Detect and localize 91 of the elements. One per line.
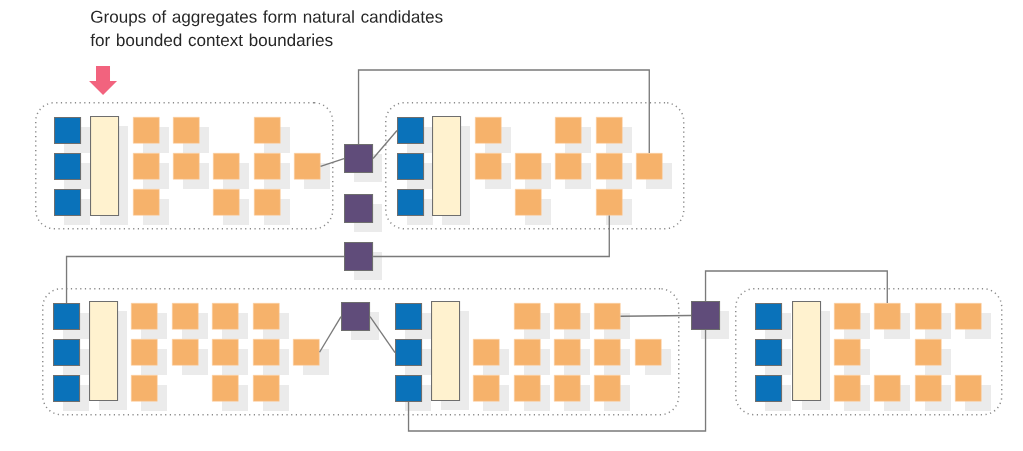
square-box	[53, 375, 89, 411]
connector-line	[407, 329, 707, 432]
shadowed-square	[955, 375, 991, 411]
shadowed-square	[554, 303, 590, 339]
tall-box	[89, 301, 127, 410]
shadowed-square	[594, 339, 630, 375]
shadowed-square	[131, 375, 167, 411]
shadowed-square	[131, 339, 167, 375]
tall-box	[90, 116, 128, 225]
shadowed-square	[594, 375, 630, 411]
connector-line	[619, 314, 692, 317]
square-box	[755, 375, 791, 411]
square-box	[755, 339, 791, 375]
shadowed-square	[253, 375, 289, 411]
junction-square	[344, 144, 382, 182]
shadowed-square	[514, 303, 550, 339]
shadowed-square	[133, 117, 169, 153]
shadowed-square	[955, 303, 991, 339]
shadowed-square	[514, 375, 550, 411]
square-box	[395, 339, 431, 375]
connector-line	[704, 270, 888, 304]
connector-line	[372, 129, 398, 160]
shadowed-square	[515, 189, 551, 225]
connector-line	[372, 214, 610, 258]
shadowed-square	[172, 339, 208, 375]
shadowed-square	[555, 153, 591, 189]
shadowed-square	[213, 153, 249, 189]
shadowed-square	[475, 117, 511, 153]
shadowed-square	[473, 375, 509, 411]
shadowed-square	[133, 153, 169, 189]
square-box	[54, 153, 90, 189]
shadowed-square	[254, 189, 290, 225]
shadowed-square	[213, 189, 249, 225]
connector-line	[357, 69, 650, 154]
shadowed-square	[915, 303, 951, 339]
shadowed-square	[834, 339, 870, 375]
square-box	[397, 153, 433, 189]
shadowed-square	[212, 339, 248, 375]
title: Groups of aggregates form natural candidates for bounded context boundaries	[90, 10, 443, 47]
junction-square	[341, 302, 379, 340]
shadowed-square	[253, 339, 289, 375]
connector-line	[369, 315, 396, 354]
shadowed-square	[596, 153, 632, 189]
shadowed-square	[173, 153, 209, 189]
shadowed-square	[475, 153, 511, 189]
shadowed-square	[915, 339, 951, 375]
shadowed-square	[554, 375, 590, 411]
junction-square	[344, 194, 382, 232]
shadowed-square	[555, 117, 591, 153]
shadowed-square	[874, 303, 910, 339]
connector-line	[318, 315, 342, 353]
shadowed-square	[172, 303, 208, 339]
shadowed-square	[173, 117, 209, 153]
shadowed-square	[133, 189, 169, 225]
shadowed-square	[915, 375, 951, 411]
shadowed-square	[131, 303, 167, 339]
junction-square	[691, 301, 729, 339]
shadowed-square	[254, 153, 290, 189]
junction-square	[344, 242, 382, 280]
square-box	[395, 303, 431, 339]
tall-box	[431, 301, 469, 410]
square-box	[54, 189, 90, 225]
shadowed-square	[554, 339, 590, 375]
square-box	[53, 339, 89, 375]
shadowed-square	[293, 339, 329, 375]
tall-box	[432, 116, 470, 225]
shadowed-square	[515, 153, 551, 189]
square-box	[395, 375, 431, 411]
connector-line	[65, 255, 345, 304]
connector-line	[319, 157, 345, 167]
shadowed-square	[874, 375, 910, 411]
tall-box	[792, 301, 830, 410]
shadowed-square	[635, 339, 671, 375]
square-box	[397, 189, 433, 225]
shadowed-square	[596, 189, 632, 225]
shadowed-square	[834, 375, 870, 411]
shadowed-square	[294, 153, 330, 189]
shadowed-square	[636, 153, 672, 189]
shadowed-square	[212, 375, 248, 411]
shadowed-square	[594, 303, 630, 339]
shadowed-square	[834, 303, 870, 339]
shadowed-square	[514, 339, 550, 375]
square-box	[397, 117, 433, 153]
shadowed-square	[254, 117, 290, 153]
shadowed-square	[212, 303, 248, 339]
square-box	[53, 303, 89, 339]
shadowed-square	[473, 339, 509, 375]
square-box	[54, 117, 90, 153]
shadowed-square	[253, 303, 289, 339]
shadowed-square	[596, 117, 632, 153]
square-box	[755, 303, 791, 339]
